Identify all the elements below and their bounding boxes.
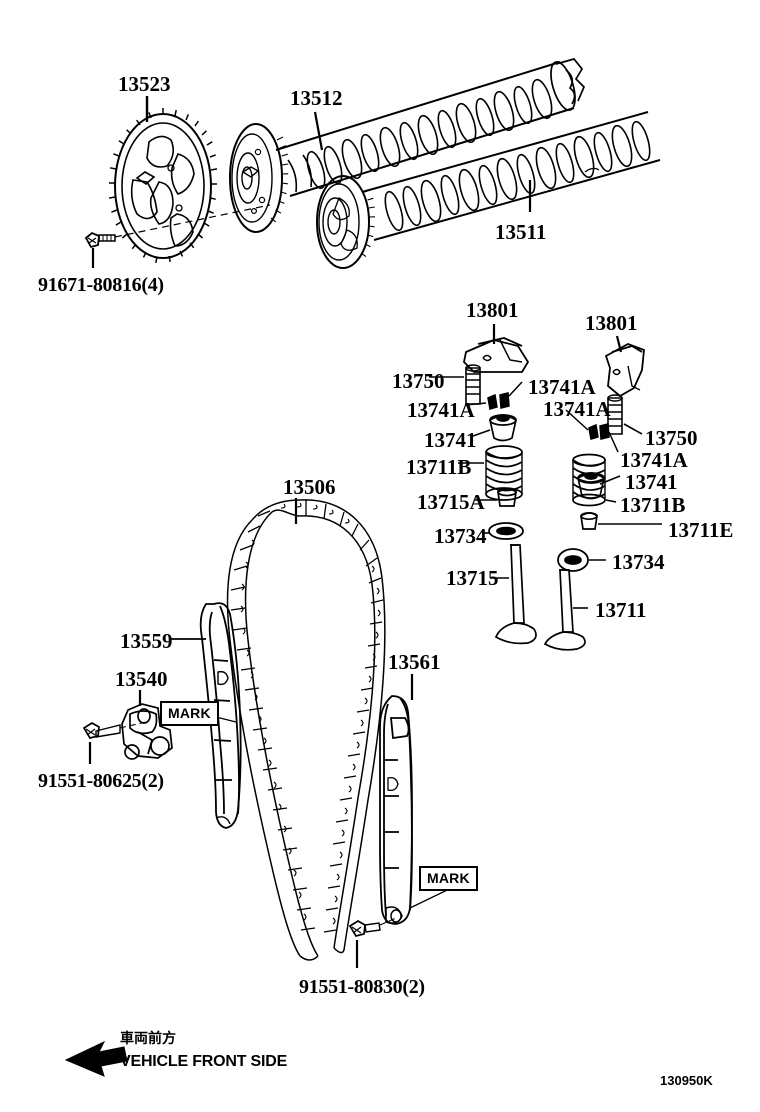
- retainer-lock-right-illustration: [565, 409, 619, 453]
- part-label-rocker-arm-left[interactable]: 13801: [466, 298, 519, 322]
- lash-adjuster-right-illustration: [607, 394, 643, 435]
- part-label-chain-tensioner-slipper[interactable]: 13559: [120, 629, 173, 653]
- part-label-intake-valve[interactable]: 13711: [595, 598, 647, 622]
- diagram-code: 130950K: [660, 1073, 713, 1088]
- rocker-arm-right-illustration: [604, 335, 645, 398]
- part-label-rocker-arm-right[interactable]: 13801: [585, 311, 638, 335]
- valve-stem-seal-right-illustration: [557, 548, 606, 572]
- fastener-label-bolt-camshaft-timing-gear[interactable]: 91671-80816(4): [38, 274, 164, 296]
- vehicle-front-label-japanese: 車両前方: [120, 1031, 176, 1047]
- lash-adjuster-left-illustration: [429, 364, 481, 405]
- fastener-label-bolt-chain-tensioner[interactable]: 91551-80625(2): [38, 770, 164, 792]
- part-label-timing-chain[interactable]: 13506: [283, 475, 336, 499]
- chain-tensioner-illustration: [82, 690, 173, 764]
- part-label-valve-lash-adjuster-right[interactable]: 13750: [645, 426, 698, 450]
- vehicle-front-label-english: VEHICLE FRONT SIDE: [120, 1053, 288, 1070]
- part-label-valve-spring-retainer-lock-upper-right[interactable]: 13741A: [543, 397, 611, 421]
- retainer-lock-left-illustration: [465, 381, 523, 410]
- rocker-arm-left-illustration: [463, 324, 530, 373]
- part-label-valve-spring-seat[interactable]: 13715A: [417, 490, 485, 514]
- chain-tensioner-slipper-illustration: [171, 602, 242, 829]
- part-label-camshaft-no1[interactable]: 13511: [495, 220, 547, 244]
- part-label-chain-vibration-damper[interactable]: 13561: [388, 650, 441, 674]
- chain-vibration-damper-illustration: [348, 674, 414, 968]
- part-label-valve-stem-oil-seal-right[interactable]: 13734: [612, 550, 665, 574]
- mark-callout: MARK: [160, 701, 219, 726]
- part-label-valve-stem-oil-seal-left[interactable]: 13734: [434, 524, 487, 548]
- valve-stem-seal-left-illustration: [483, 522, 524, 540]
- part-label-valve-spring-seat-right[interactable]: 13711E: [668, 518, 734, 542]
- part-label-chain-tensioner-assembly[interactable]: 13540: [115, 667, 168, 691]
- vehicle-front-arrow-icon: [64, 1040, 128, 1077]
- camshaft-no1-illustration: [316, 111, 661, 269]
- part-label-valve-spring-retainer-lock-right[interactable]: 13741A: [620, 448, 688, 472]
- valve-spring-seat-left-illustration: [475, 487, 517, 507]
- part-label-valve-spring-right[interactable]: 13711B: [620, 493, 686, 517]
- mark-callout: MARK: [419, 866, 478, 891]
- camshaft-timing-gear-illustration: [84, 96, 271, 268]
- bolt-camshaft-timing-gear-illustration: [84, 204, 271, 268]
- camshaft-no2-illustration: [229, 58, 586, 233]
- part-label-valve-spring-left[interactable]: 13711B: [406, 455, 472, 479]
- part-label-valve-spring-retainer-left[interactable]: 13741: [424, 428, 477, 452]
- valve-spring-right-illustration: [572, 453, 617, 507]
- fastener-label-bolt-chain-damper[interactable]: 91551-80830(2): [299, 976, 425, 998]
- intake-valve-illustration: [543, 569, 588, 651]
- leader-13512: [313, 111, 324, 151]
- exhaust-valve-illustration: [490, 544, 537, 645]
- part-label-camshaft-timing-gear[interactable]: 13523: [118, 72, 171, 96]
- valve-spring-seat-right-illustration: [580, 511, 662, 530]
- spring-retainer-left-illustration: [472, 414, 517, 442]
- part-label-exhaust-valve[interactable]: 13715: [446, 566, 499, 590]
- part-label-valve-lash-adjuster-left[interactable]: 13750: [392, 369, 445, 393]
- part-label-valve-spring-retainer-right[interactable]: 13741: [625, 470, 678, 494]
- part-label-valve-spring-retainer-lock-left[interactable]: 13741A: [407, 398, 475, 422]
- part-label-valve-spring-retainer-lock-upper-left[interactable]: 13741A: [528, 375, 596, 399]
- part-label-camshaft-no2[interactable]: 13512: [290, 86, 343, 110]
- timing-chain-illustration: [226, 498, 386, 961]
